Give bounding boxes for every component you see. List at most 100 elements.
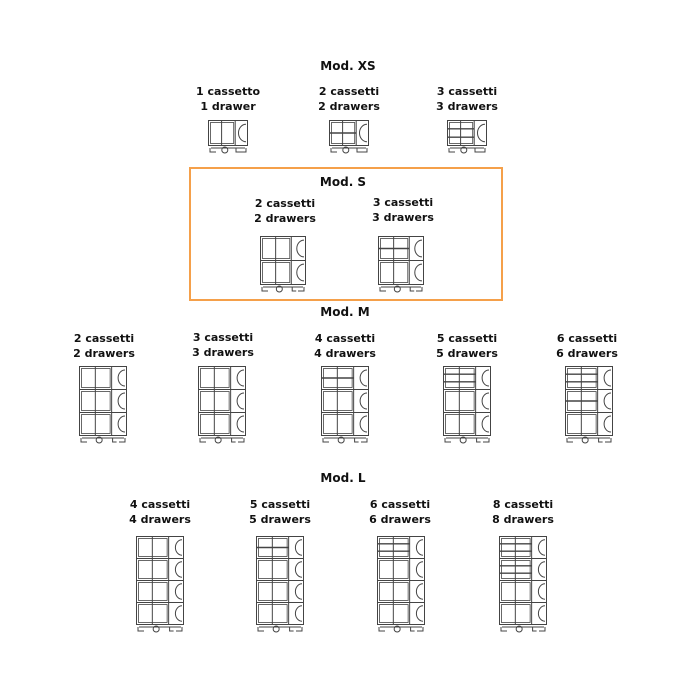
cabinet-drawing: [321, 366, 369, 444]
handle-recess: [481, 392, 490, 410]
handle-recess: [236, 392, 245, 410]
handle-recess: [414, 239, 423, 258]
label-en: 3 drawers: [372, 211, 434, 224]
label-en: 3 drawers: [192, 346, 254, 359]
foot: [137, 627, 144, 632]
tier-front: [501, 538, 531, 557]
cabinet-drawing: [447, 120, 487, 154]
handle-recess: [537, 583, 546, 600]
foot: [298, 287, 305, 292]
label-it: 2 cassetti: [254, 197, 316, 210]
foot: [378, 627, 385, 632]
label-it: 2 cassetti: [73, 332, 135, 345]
label-en: 5 drawers: [249, 513, 311, 526]
wheel: [581, 436, 589, 444]
label-it: 1 cassetto: [195, 85, 261, 98]
label-it: 3 cassetti: [192, 331, 254, 344]
foot: [532, 627, 537, 632]
handle-recess: [481, 369, 490, 387]
wheel: [221, 146, 229, 154]
foot: [361, 438, 368, 443]
cabinet-drawing: [378, 236, 424, 293]
handle-recess: [603, 369, 612, 387]
foot: [598, 438, 603, 443]
foot: [483, 438, 490, 443]
label-en: 2 drawers: [254, 212, 316, 225]
handle-recess: [236, 369, 245, 387]
tier-front: [323, 391, 353, 411]
foot: [291, 287, 297, 292]
wheel: [275, 285, 283, 293]
handle-recess: [359, 415, 368, 433]
label-en: 2 drawers: [318, 100, 380, 113]
foot: [322, 438, 329, 443]
cabinet-body: [443, 366, 491, 436]
wheel: [152, 625, 160, 633]
cabinet-drawing: [499, 536, 547, 633]
foot: [169, 627, 174, 632]
tier-front: [449, 122, 474, 144]
handle-recess: [537, 561, 546, 578]
wheel: [459, 436, 467, 444]
group-title-xs: Mod. XS: [320, 59, 376, 73]
tier-front: [445, 391, 475, 411]
tier-front: [138, 560, 168, 579]
cabinet-body: [447, 120, 487, 146]
handle-recess: [415, 539, 424, 556]
handle-recess: [537, 539, 546, 556]
tier-front: [445, 368, 475, 388]
handle-recess: [174, 583, 183, 600]
tier-front: [323, 414, 353, 434]
cabinet-drawing: [79, 366, 127, 444]
tier-front: [200, 391, 230, 411]
label-en: 4 drawers: [314, 347, 376, 360]
foot: [379, 287, 386, 292]
foot: [361, 148, 368, 153]
cabinet-drawing: [260, 236, 306, 293]
wheel: [342, 146, 350, 154]
handle-recess: [415, 605, 424, 622]
cabinet-drawing: [443, 366, 491, 444]
label-en: 3 drawers: [436, 100, 498, 113]
foot: [448, 148, 455, 153]
label-en: 4 drawers: [129, 513, 191, 526]
wheel: [337, 436, 345, 444]
tier-front: [379, 538, 409, 557]
tier-front: [210, 122, 235, 144]
label-it: 3 cassetti: [372, 196, 434, 209]
handle-recess: [359, 123, 368, 143]
label-en: 1 drawer: [200, 100, 256, 113]
handle-recess: [174, 605, 183, 622]
label-it: 5 cassetti: [436, 332, 498, 345]
label-it: 5 cassetti: [249, 498, 311, 511]
foot: [199, 438, 206, 443]
tier-front: [567, 414, 597, 434]
cabinet-drawing: [256, 536, 304, 633]
handle-recess: [117, 392, 126, 410]
foot: [474, 148, 479, 153]
handle-recess: [359, 392, 368, 410]
cabinet-body: [321, 366, 369, 436]
tier-front: [262, 238, 291, 259]
label-it: 4 cassetti: [129, 498, 191, 511]
cabinet-body: [208, 120, 248, 146]
handle-recess: [481, 415, 490, 433]
foot: [209, 148, 216, 153]
tier-front: [501, 604, 531, 623]
handle-recess: [603, 415, 612, 433]
tier-front: [380, 262, 409, 283]
wheel: [272, 625, 280, 633]
group-title-s: Mod. S: [319, 175, 367, 189]
foot: [235, 148, 240, 153]
tier-front: [258, 582, 288, 601]
wheel: [393, 625, 401, 633]
foot: [539, 627, 546, 632]
tier-front: [501, 582, 531, 601]
label-en: 2 drawers: [73, 347, 135, 360]
label-it: 4 cassetti: [314, 332, 376, 345]
handle-recess: [537, 605, 546, 622]
foot: [605, 438, 612, 443]
cabinet-drawing: [565, 366, 613, 444]
handle-recess: [415, 561, 424, 578]
